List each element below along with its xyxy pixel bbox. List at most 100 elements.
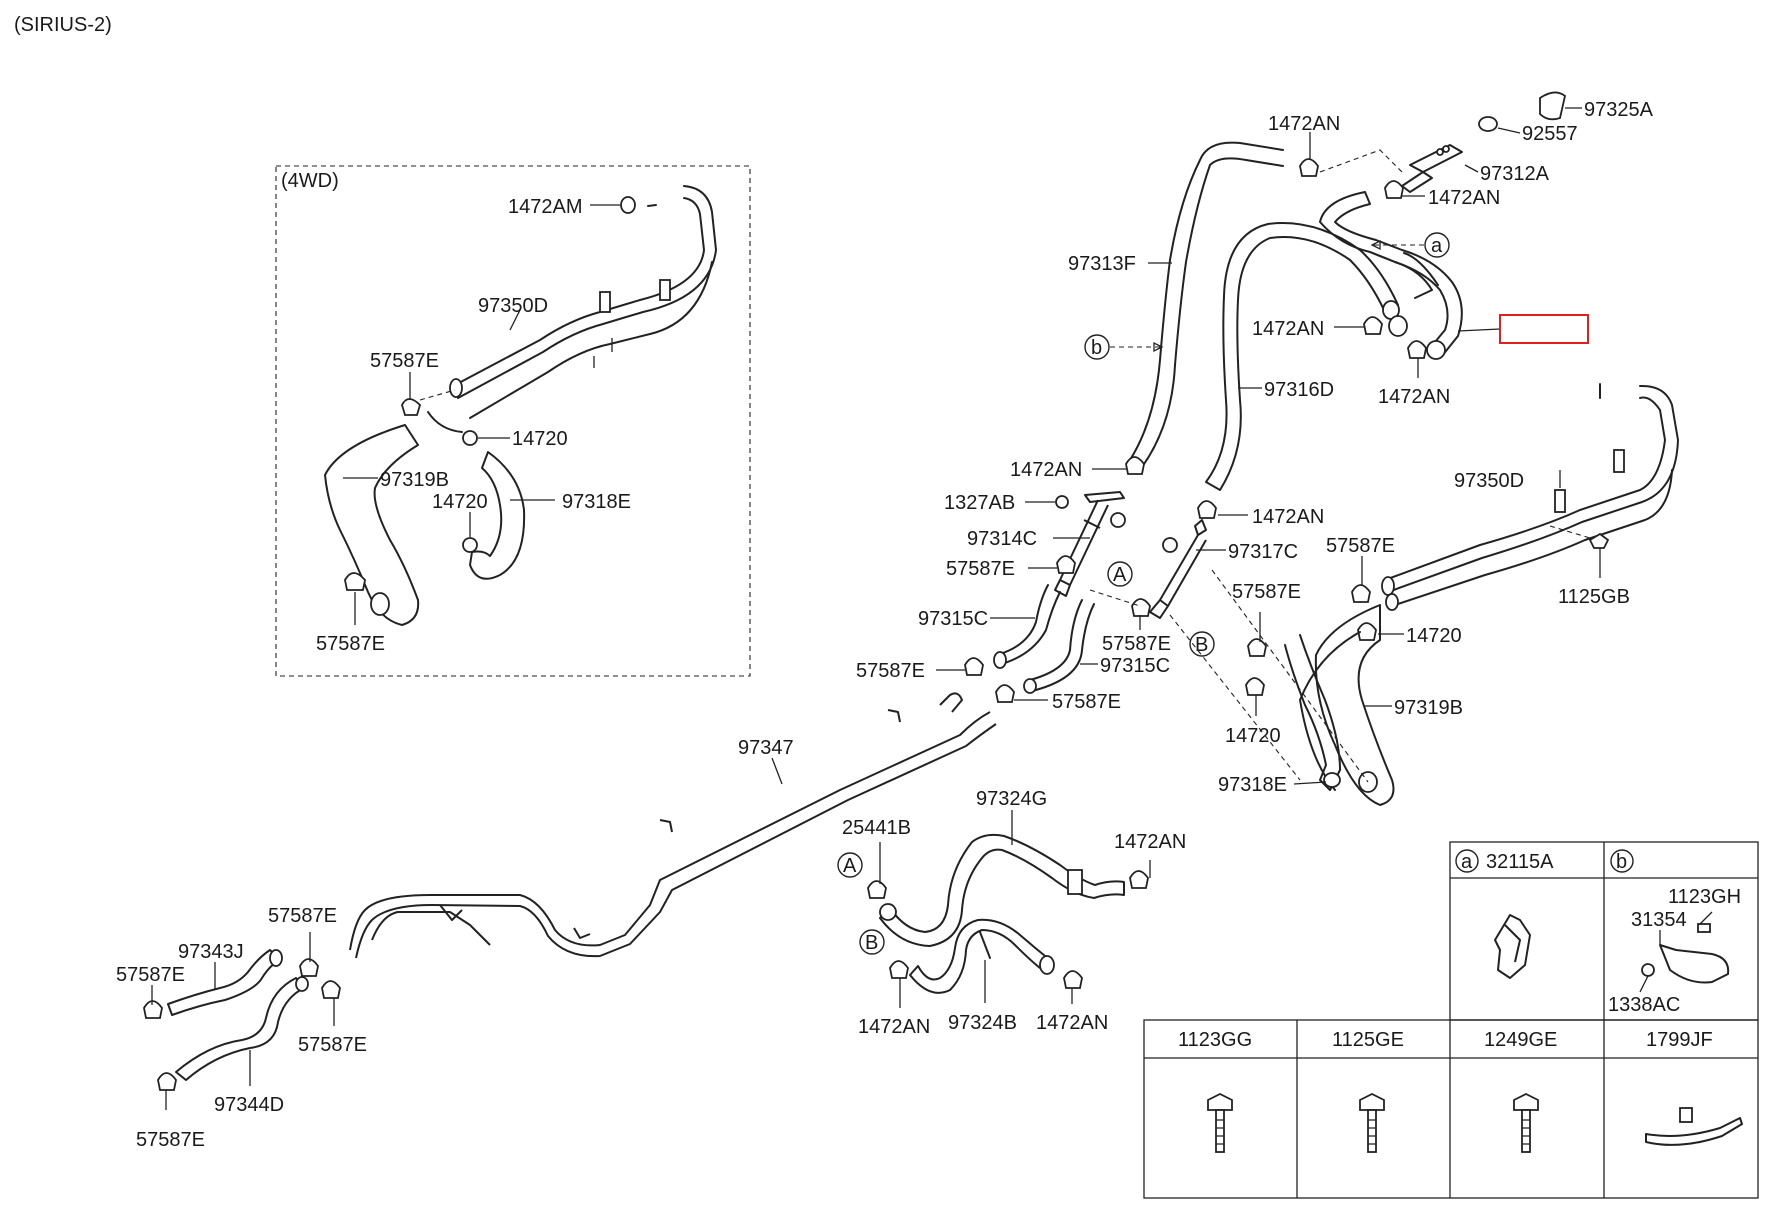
pipe-97347 (349, 692, 997, 959)
legend-part-1249ge: 1249GE (1484, 1029, 1557, 1051)
label-1327ab: 1327AB (944, 492, 1015, 514)
label-57587e-e: 57587E (1232, 581, 1301, 603)
label-57587e-j: 57587E (136, 1129, 205, 1151)
hose-97319b-4wd (324, 424, 420, 626)
clamp-1472an-a (1092, 456, 1145, 475)
label-97312a: 97312A (1480, 163, 1550, 185)
hose-97324b (909, 918, 1055, 994)
label-57587e-g: 57587E (116, 964, 185, 986)
label-97350d-right: 97350D (1454, 470, 1524, 492)
label-57587e-right: 57587E (1326, 535, 1395, 557)
hose-97318e-right (1284, 634, 1341, 791)
diagram-title: (SIRIUS-2) (14, 14, 112, 36)
hose-97344d (175, 976, 309, 1081)
label-97313f: 97313F (1068, 253, 1136, 275)
clamp-57587e-g (143, 985, 163, 1019)
label-97318e-right: 97318E (1218, 774, 1287, 796)
label-1472an-g: 1472AN (1114, 831, 1186, 853)
legend-part-1799jf: 1799JF (1646, 1029, 1713, 1051)
bolt-1123gg-icon (1207, 1092, 1233, 1153)
callout-b-upper: b (1084, 334, 1164, 360)
svg-text:B: B (1195, 634, 1208, 656)
clamp-1472an-mid (1334, 316, 1383, 335)
clamp-1472an-b (1197, 500, 1248, 519)
label-97318e-4wd: 97318E (562, 491, 631, 513)
pipe-97312a (1401, 144, 1479, 193)
legend-part-1338ac: 1338AC (1608, 994, 1680, 1016)
hose-97343j (167, 949, 283, 1016)
callout-A-lower: A (837, 852, 863, 878)
label-92557: 92557 (1522, 123, 1578, 145)
legend-top-table: a 32115A b 1123GH 31354 1338AC (1449, 841, 1759, 1021)
label-14720-4wd-a: 14720 (512, 428, 568, 450)
label-57587e-a: 57587E (946, 558, 1015, 580)
callout-B-lower: B (859, 929, 885, 955)
hose-97311e (1319, 191, 1501, 360)
label-14720-bottom: 14720 (1225, 725, 1281, 747)
callout-a-upper: a (1370, 232, 1450, 258)
label-97343j: 97343J (178, 941, 244, 963)
label-97315c-a: 97315C (918, 608, 988, 630)
clamp-1472an-low (1407, 340, 1427, 378)
label-1472an-top: 1472AN (1268, 113, 1340, 135)
clamp-14720-right (1357, 622, 1404, 641)
cable-tie-1799jf-icon (1645, 1107, 1743, 1146)
label-97317c: 97317C (1228, 541, 1298, 563)
nut-1338ac-icon (1641, 963, 1655, 977)
group-4wd-label: (4WD) (281, 170, 339, 192)
label-57587e-f: 57587E (268, 905, 337, 927)
legend-part-31354: 31354 (1631, 909, 1687, 931)
legend-part-1123gg: 1123GG (1178, 1029, 1252, 1051)
bolt-1125ge-icon (1359, 1092, 1385, 1153)
clamp-1472an-h (889, 960, 909, 1008)
clamp-1472am (590, 196, 636, 214)
hose-97350d-4wd (449, 185, 717, 419)
clamp-57587e-e (1247, 612, 1267, 657)
hose-97313f (1129, 141, 1284, 468)
svg-text:A: A (843, 855, 857, 877)
label-25441b: 25441B (842, 817, 911, 839)
clamp-57587e-right (1351, 556, 1371, 603)
svg-text:B: B (865, 932, 878, 954)
hose-97319b-right (1299, 604, 1395, 806)
label-97324b: 97324B (948, 1012, 1017, 1034)
label-57587e-4wd-bottom: 57587E (316, 633, 385, 655)
bolt-1125gb (1549, 525, 1610, 578)
label-57587e-c: 57587E (856, 660, 925, 682)
label-97319b-right: 97319B (1394, 697, 1463, 719)
clip-32115a-icon (1494, 914, 1531, 979)
legend-part-32115a: 32115A (1486, 851, 1554, 873)
cap-97325a (1539, 91, 1582, 121)
bolt-1249ge-icon (1513, 1092, 1539, 1153)
group-4wd-box (275, 165, 751, 677)
bolt-1123gh-icon (1697, 923, 1711, 933)
label-97350d-4wd: 97350D (478, 295, 548, 317)
label-97316d: 97316D (1264, 379, 1334, 401)
clamp-1472an-top (1299, 132, 1319, 177)
label-97319b-4wd: 97319B (380, 469, 449, 491)
clamp-14720-4wd-b (462, 512, 478, 553)
hose-97350d-right (1381, 383, 1679, 611)
label-97347: 97347 (738, 737, 794, 759)
hose-97315c-a (993, 584, 1061, 669)
label-97314c: 97314C (967, 528, 1037, 550)
label-1472an-low: 1472AN (1378, 386, 1450, 408)
label-1472an-i: 1472AN (1036, 1012, 1108, 1034)
bracket-31354-icon (1659, 944, 1730, 984)
legend-key-b: b (1616, 851, 1627, 873)
label-97324g: 97324G (976, 788, 1047, 810)
clamp-25441b (867, 842, 887, 899)
clamp-57587e-4wd-bottom (344, 572, 366, 625)
clamp-1472an-i (1063, 970, 1083, 1004)
clamp-57587e-d (995, 684, 1048, 703)
label-97325a: 97325A (1584, 99, 1654, 121)
label-1472an-h: 1472AN (858, 1016, 930, 1038)
bolt-1327ab (1025, 495, 1069, 509)
oring-92557 (1478, 116, 1521, 134)
label-1472an-r1: 1472AN (1428, 187, 1500, 209)
hose-97324g (879, 833, 1149, 947)
label-97315c-b: 97315C (1100, 655, 1170, 677)
label-57587e-h: 57587E (298, 1034, 367, 1056)
clamp-57587e-a (1028, 555, 1076, 574)
